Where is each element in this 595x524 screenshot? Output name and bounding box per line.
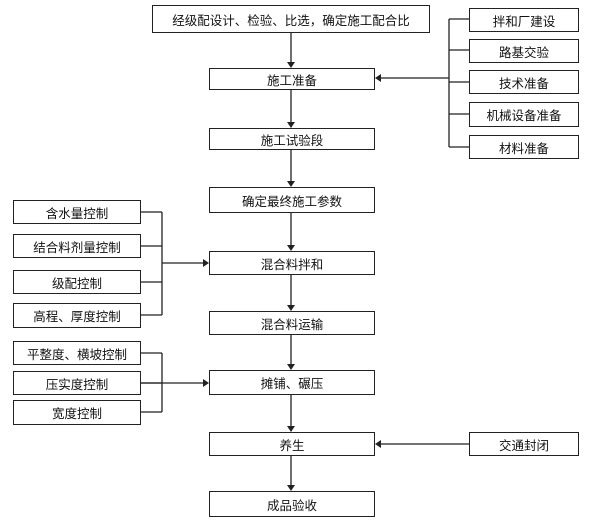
step-paving-rolling: 摊铺、碾压 (209, 370, 375, 395)
control-compaction: 压实度控制 (13, 371, 141, 395)
step-transport: 混合料运输 (209, 311, 375, 335)
prep-item-technical: 技术准备 (469, 70, 579, 94)
step-construction-preparation: 施工准备 (209, 68, 375, 90)
mix-design-box: 经级配设计、检验、比选，确定施工配合比 (152, 5, 430, 33)
control-binder-dosage: 结合料剂量控制 (13, 234, 141, 258)
step-trial-section: 施工试验段 (209, 128, 375, 150)
step-final-parameters: 确定最终施工参数 (209, 187, 375, 213)
control-moisture: 含水量控制 (13, 200, 141, 224)
prep-item-mixing-plant: 拌和厂建设 (469, 8, 579, 32)
prep-item-equipment: 机械设备准备 (469, 102, 579, 127)
step-acceptance: 成品验收 (209, 491, 375, 517)
step-curing: 养生 (209, 432, 375, 456)
prep-item-materials: 材料准备 (469, 135, 579, 159)
control-flatness-slope: 平整度、横坡控制 (13, 341, 141, 365)
control-width: 宽度控制 (13, 400, 141, 425)
control-elevation-thickness: 高程、厚度控制 (13, 303, 141, 328)
control-gradation: 级配控制 (13, 270, 141, 294)
step-mixing: 混合料拌和 (209, 251, 375, 275)
traffic-closure-box: 交通封闭 (469, 432, 579, 456)
prep-item-subgrade-handover: 路基交验 (469, 39, 579, 63)
